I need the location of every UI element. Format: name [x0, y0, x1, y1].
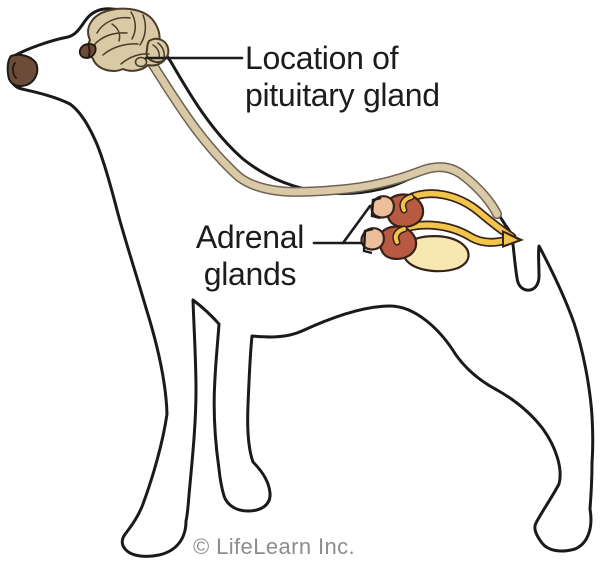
kidneys	[378, 193, 425, 260]
adrenal-label-line1: Adrenal	[195, 219, 305, 255]
ureter-lower	[397, 222, 513, 246]
pituitary-label: Location of pituitary gland	[245, 40, 440, 114]
spinal-cord-band	[147, 58, 501, 218]
label-pointers	[144, 56, 382, 255]
nostril	[11, 62, 17, 79]
renal-pelvis-upper	[400, 195, 413, 212]
brain-gyrus	[93, 32, 128, 46]
adrenal-label-line2: glands	[203, 256, 297, 292]
copyright-text: © LifeLearn Inc.	[193, 534, 356, 559]
cerebellum-fold	[157, 42, 165, 59]
urethra-tip	[504, 233, 518, 245]
pituitary-gland	[134, 56, 148, 68]
eye	[78, 43, 97, 59]
renal-pelvis-lower	[393, 227, 406, 244]
adrenal-bracket-upper	[370, 196, 382, 220]
adrenal-label: Adrenal glands	[186, 219, 314, 293]
ureter-upper	[405, 190, 515, 240]
brain-gyrus	[120, 53, 150, 65]
brain-gyrus	[139, 14, 147, 46]
urinary-tract	[395, 189, 524, 273]
brain-gyrus	[111, 23, 121, 42]
adrenal-bracket-lower	[362, 227, 374, 255]
brain-gyrus	[130, 11, 136, 40]
adrenal-pointer-branch	[341, 204, 372, 245]
spinal-cord	[146, 57, 502, 219]
pituitary-label-line2: pituitary gland	[245, 77, 440, 113]
adrenal-glands	[360, 195, 395, 251]
eye-detail	[87, 43, 91, 59]
brain-gyrus	[102, 43, 139, 56]
brain-gyrus	[96, 16, 131, 34]
pituitary-label-line1: Location of	[245, 40, 399, 76]
brain	[87, 7, 170, 72]
